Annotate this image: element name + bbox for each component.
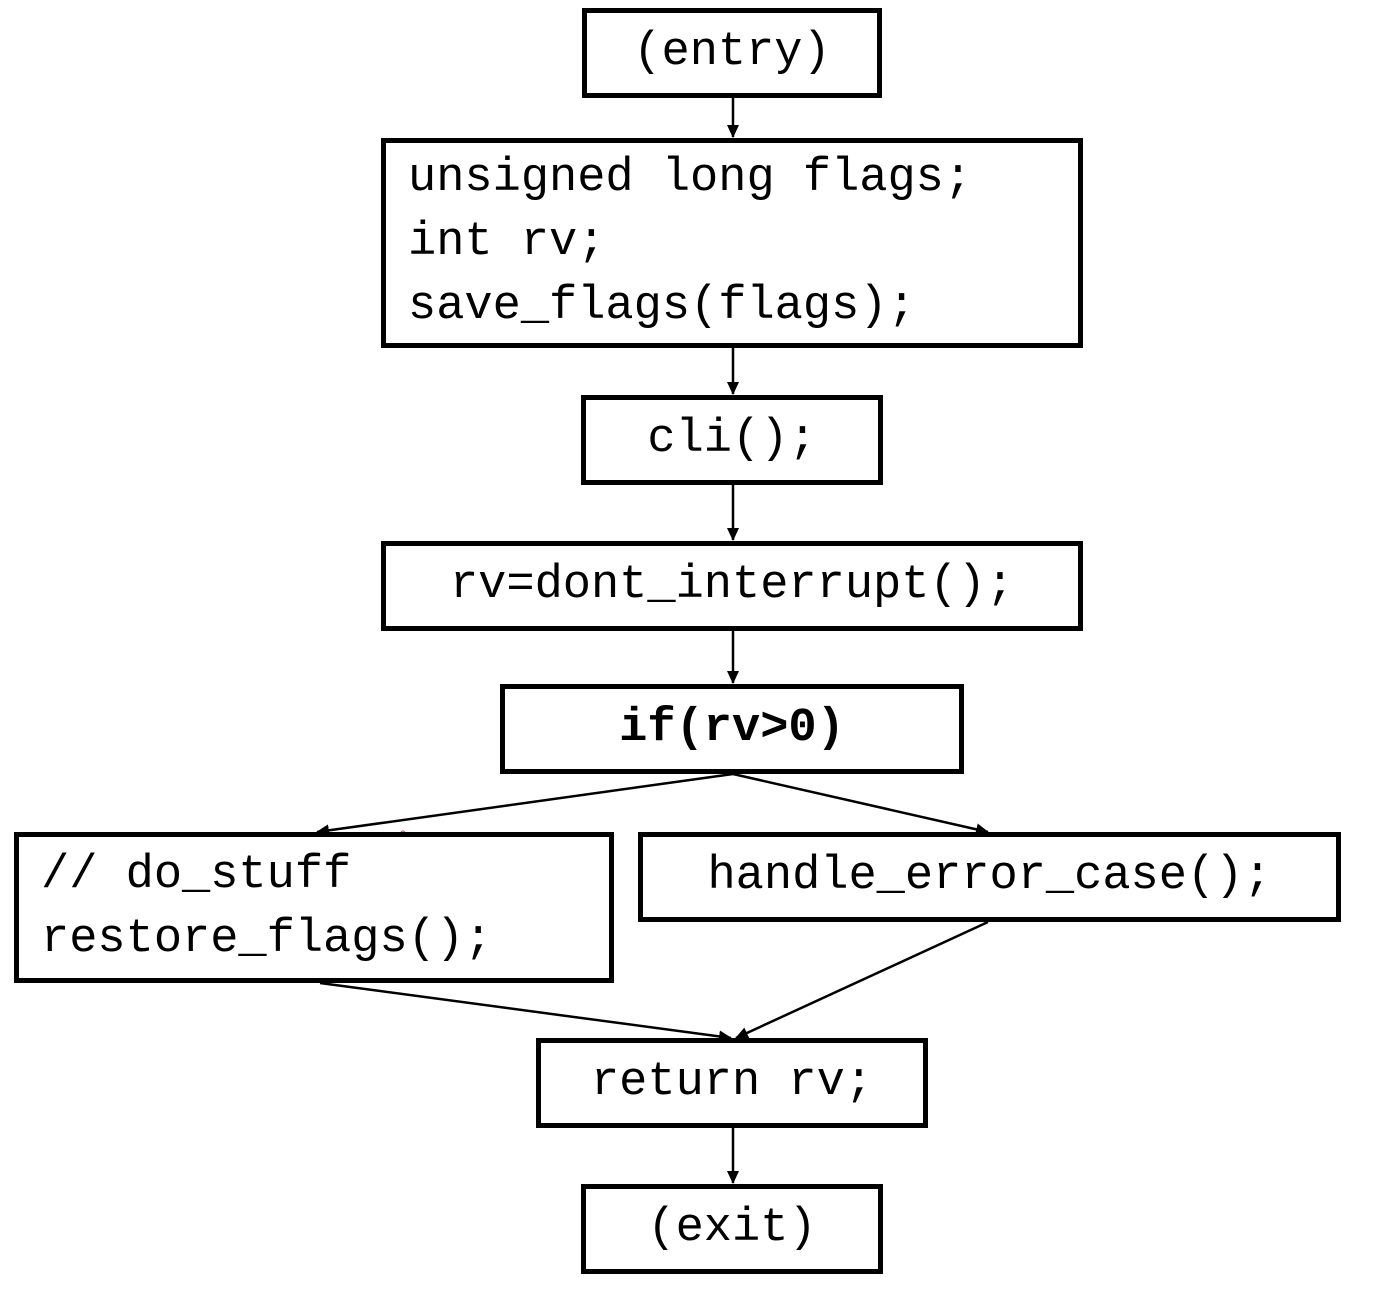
return-node-line: return rv;: [590, 1056, 874, 1109]
declarations-line-3: save_flags(flags);: [408, 280, 916, 333]
exit-node-line: (exit): [647, 1202, 817, 1255]
condition-node: if(rv>0): [500, 684, 964, 774]
call-node-line: rv=dont_interrupt();: [449, 559, 1015, 612]
cli-node-line: cli();: [647, 413, 817, 466]
exit-node: (exit): [581, 1184, 883, 1274]
error-node-line: handle_error_case();: [707, 850, 1272, 903]
edge-do-stuff-to-return: [319, 981, 732, 1043]
declarations-line-2: int rv;: [408, 216, 606, 269]
declarations-node: unsigned long flags; int rv; save_flags(…: [381, 138, 1083, 348]
entry-node: (entry): [582, 8, 882, 98]
cli-node: cli();: [581, 395, 883, 485]
edge-error-to-return: [735, 920, 989, 1040]
error-node: handle_error_case();: [638, 832, 1341, 922]
declarations-line-1: unsigned long flags;: [408, 152, 973, 205]
do-stuff-line-2: restore_flags();: [41, 912, 493, 966]
edge-condition-to-error: [732, 772, 989, 836]
entry-node-line: (entry): [633, 26, 831, 79]
edge-condition-to-do-stuff: [316, 772, 734, 837]
do-stuff-node: // do_stuff restore_flags();: [14, 832, 614, 983]
return-node: return rv;: [536, 1038, 928, 1128]
do-stuff-line-1: // do_stuff: [41, 848, 352, 902]
call-node: rv=dont_interrupt();: [381, 541, 1083, 631]
condition-node-line: if(rv>0): [619, 702, 845, 755]
